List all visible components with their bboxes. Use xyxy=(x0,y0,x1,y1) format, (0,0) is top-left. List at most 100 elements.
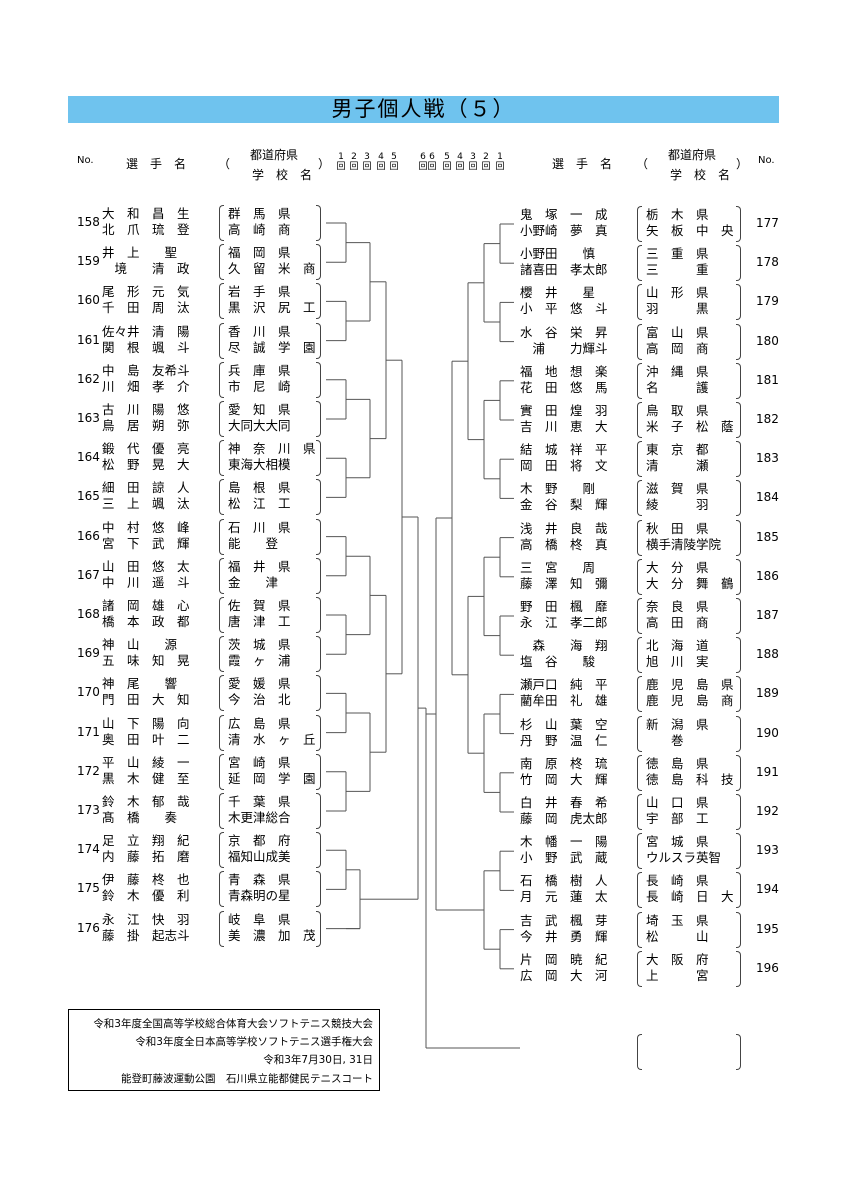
entry-number: 172 xyxy=(77,763,100,778)
round-suffix: 回 xyxy=(442,162,452,172)
entry-number: 173 xyxy=(77,803,100,817)
prefecture: 京 都 府 xyxy=(228,833,291,849)
round-suffix: 回 xyxy=(455,162,465,172)
round-suffix: 回 xyxy=(495,162,505,172)
school-name: 長 崎 日 大 xyxy=(646,889,734,905)
entry-number: 184 xyxy=(756,490,779,505)
school-name: 霞 ヶ 浦 xyxy=(228,653,291,669)
round-suffix: 回 xyxy=(389,162,399,172)
entry-number: 189 xyxy=(756,686,779,701)
prefecture: 新 潟 県 xyxy=(646,716,709,732)
entry-number: 179 xyxy=(756,294,779,309)
player-1-name: 佐々井 清 陽 xyxy=(102,323,190,339)
info-line-2: 令和3年度全日本高等学校ソフトテニス選手権大会 xyxy=(135,1036,373,1048)
player-2-name: 境 清 政 xyxy=(102,261,190,277)
player-1-name: 木 幡 一 陽 xyxy=(520,834,608,850)
header-paren-open-left: （ xyxy=(218,157,231,171)
player-1-name: 神 尾 響 xyxy=(102,676,178,692)
school-bracket-open xyxy=(637,480,642,517)
prefecture: 石 川 県 xyxy=(228,519,291,535)
player-1-name: 福 地 想 楽 xyxy=(520,363,608,379)
header-school-left: 学 校 名 xyxy=(252,168,313,182)
player-2-name: 宮 下 武 輝 xyxy=(102,535,190,551)
header-paren-open-right: （ xyxy=(636,157,649,171)
round-suffix: 回 xyxy=(427,162,437,172)
prefecture: 愛 知 県 xyxy=(228,402,291,417)
player-2-name: 丹 野 温 仁 xyxy=(520,732,608,748)
player-2-name: 藤 掛 起志斗 xyxy=(102,927,190,943)
school-name: 上 宮 xyxy=(646,967,709,983)
school-name: 徳 島 科 技 xyxy=(646,771,734,787)
prefecture: 沖 縄 県 xyxy=(646,363,709,379)
player-1-name: 石 橋 樹 人 xyxy=(520,873,608,889)
school-bracket-open xyxy=(637,637,642,674)
school-bracket-open xyxy=(637,754,642,791)
school-bracket-open xyxy=(219,597,224,633)
prefecture: 兵 庫 県 xyxy=(228,362,291,378)
player-2-name: 永 江 孝二郎 xyxy=(520,615,608,630)
player-1-name: 中 村 悠 峰 xyxy=(102,519,190,535)
info-line-3: 令和3年7月30日, 31日 xyxy=(263,1054,373,1066)
entry-number: 159 xyxy=(77,254,100,269)
entry-number: 182 xyxy=(756,412,779,426)
entry-number: 166 xyxy=(77,528,100,543)
player-1-name: 小野田 慎 xyxy=(520,246,596,262)
player-1-name: 中 島 友希斗 xyxy=(102,362,190,378)
school-bracket-open xyxy=(637,284,642,321)
school-bracket-close xyxy=(316,557,321,594)
prefecture: 三 重 県 xyxy=(646,246,709,262)
entry-number: 194 xyxy=(756,882,779,897)
entry-number: 183 xyxy=(756,451,779,466)
school-name: 青森明の星 xyxy=(228,888,291,904)
round-number: 6 xyxy=(420,152,426,162)
player-2-name: 髙 橋 奏 xyxy=(102,810,178,825)
player-1-name: 山 下 陽 向 xyxy=(102,715,190,731)
school-name: 福知山成美 xyxy=(228,849,291,865)
school-bracket-open xyxy=(219,401,224,437)
round-suffix: 回 xyxy=(418,162,428,172)
header-school-right: 学 校 名 xyxy=(670,168,731,182)
school-name: 宇 部 工 xyxy=(646,811,709,826)
school-bracket-open xyxy=(637,715,642,752)
school-bracket-close xyxy=(316,322,321,359)
page-title: 男子個人戦（５） xyxy=(68,96,779,123)
school-bracket-close xyxy=(736,637,741,674)
school-bracket-close xyxy=(316,832,321,869)
entry-number: 195 xyxy=(756,921,779,936)
school-bracket-open xyxy=(219,205,224,241)
player-1-name: 野 田 楓 靡 xyxy=(520,599,608,614)
prefecture: 宮 崎 県 xyxy=(228,754,291,770)
entry-number: 193 xyxy=(756,843,779,858)
school-bracket-open xyxy=(219,440,224,477)
school-name: 旭 川 実 xyxy=(646,654,709,670)
player-1-name: 大 和 昌 生 xyxy=(102,206,190,221)
prefecture: 青 森 県 xyxy=(228,872,291,888)
school-name: 羽 黒 xyxy=(646,301,709,317)
player-1-name: 南 原 柊 琉 xyxy=(520,755,608,771)
player-1-name: 鈴 木 郁 哉 xyxy=(102,794,190,809)
player-2-name: 橋 本 政 都 xyxy=(102,614,190,629)
school-name: 大同大大同 xyxy=(228,418,291,433)
school-bracket-open xyxy=(637,402,642,438)
school-bracket-close xyxy=(316,753,321,790)
info-line-4: 能登町藤波運動公園 石川県立能都健民テニスコート xyxy=(121,1073,373,1085)
school-bracket-close xyxy=(736,754,741,791)
player-2-name: 塩 谷 駿 xyxy=(520,654,596,670)
prefecture: 秋 田 県 xyxy=(646,520,709,536)
player-2-name: 鈴 木 優 利 xyxy=(102,888,190,904)
school-bracket-close xyxy=(316,518,321,555)
